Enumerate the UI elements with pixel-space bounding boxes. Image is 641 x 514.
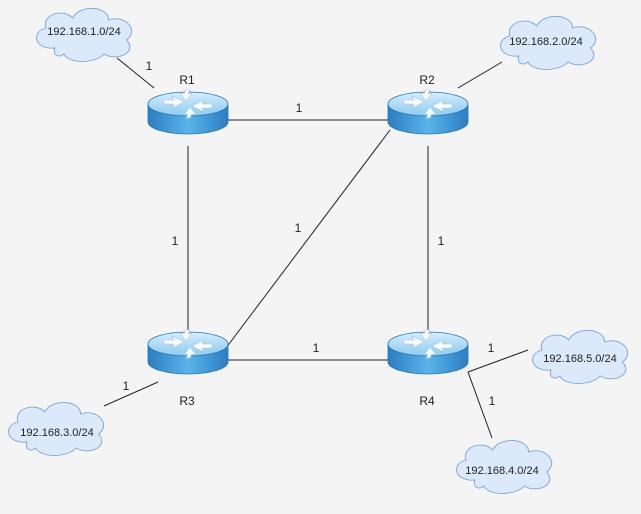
link-r3-n3 [103, 381, 159, 407]
router-name-r4: R4 [419, 394, 435, 408]
link-cost-r1-r3: 1 [172, 234, 179, 248]
link-cost-r1-n1: 1 [146, 59, 153, 73]
router-r2[interactable] [387, 89, 469, 135]
link-cost-r4-n4: 1 [489, 394, 496, 408]
link-r2-r3 [225, 129, 391, 349]
router-name-r1: R1 [179, 73, 195, 87]
router-name-r2: R2 [419, 73, 435, 87]
router-name-r3: R3 [179, 394, 195, 408]
router-icon [147, 89, 229, 135]
link-r2-n2 [457, 61, 503, 89]
link-cost-r4-n5: 1 [488, 341, 495, 355]
network-label-n1: 192.168.1.0/24 [47, 26, 120, 38]
router-icon [147, 329, 229, 375]
router-icon [387, 329, 469, 375]
router-r4[interactable] [387, 329, 469, 375]
link-cost-r1-r2: 1 [296, 101, 303, 115]
network-label-n4: 192.168.4.0/24 [465, 465, 538, 477]
router-r3[interactable] [147, 329, 229, 375]
link-cost-r3-r4: 1 [313, 341, 320, 355]
link-r4-n4 [467, 371, 493, 439]
link-r4-n5 [467, 349, 529, 373]
network-label-n3: 192.168.3.0/24 [20, 427, 93, 439]
network-label-n5: 192.168.5.0/24 [543, 353, 616, 365]
link-cost-r2-r3: 1 [295, 221, 302, 235]
router-icon [387, 89, 469, 135]
network-label-n2: 192.168.2.0/24 [509, 36, 582, 48]
link-cost-r2-r4: 1 [438, 234, 445, 248]
link-r1-n1 [116, 57, 155, 89]
link-cost-r3-n3: 1 [123, 379, 130, 393]
router-r1[interactable] [147, 89, 229, 135]
